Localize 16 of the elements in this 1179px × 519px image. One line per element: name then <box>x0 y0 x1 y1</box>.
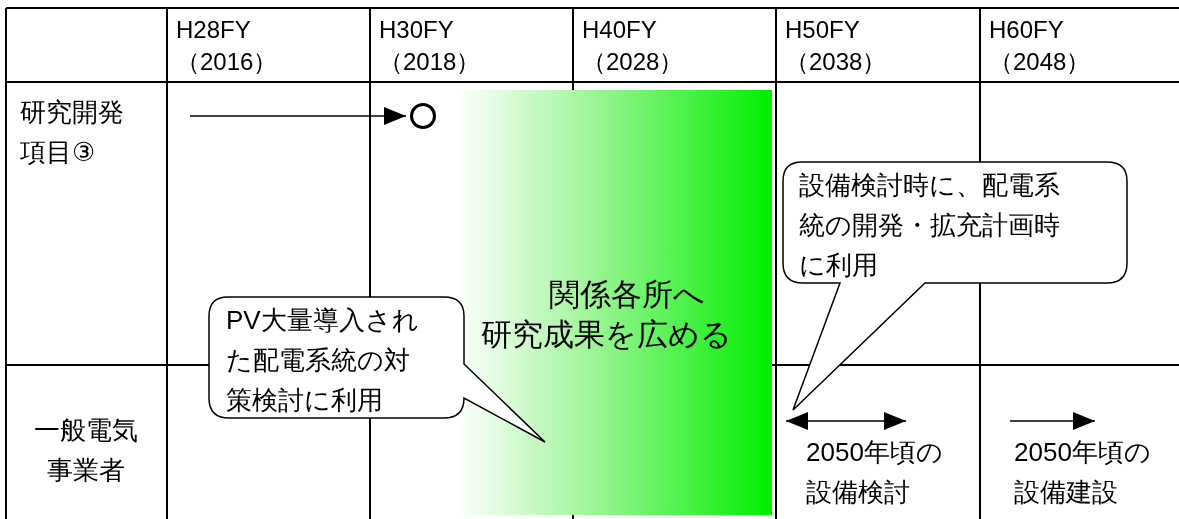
circle-mark <box>410 103 436 129</box>
column-header: H28FY （2016） <box>176 15 278 77</box>
period-label: 2050年頃の設備建設 <box>1014 436 1152 509</box>
column-header: H30FY （2018） <box>379 15 481 77</box>
bubble-text: 設備検討時に、配電系統の開発・拡充計画時に利用 <box>799 169 1061 282</box>
speech-bubble <box>208 296 545 443</box>
band-text: 関係各所へ研究成果を広める <box>480 276 732 355</box>
column-header: H40FY （2028） <box>582 15 684 77</box>
column-header: H50FY （2038） <box>785 15 887 77</box>
bubble-text: PV大量導入された配電系統の対策検討に利用 <box>226 304 420 417</box>
arrow <box>189 107 407 125</box>
row-header: 研究開発項目③ <box>20 96 125 169</box>
speech-bubble <box>782 161 1128 411</box>
row-header: 一般電気事業者 <box>32 414 139 487</box>
period-label: 2050年頃の設備検討 <box>806 436 944 509</box>
column-header: H60FY （2048） <box>989 15 1091 77</box>
